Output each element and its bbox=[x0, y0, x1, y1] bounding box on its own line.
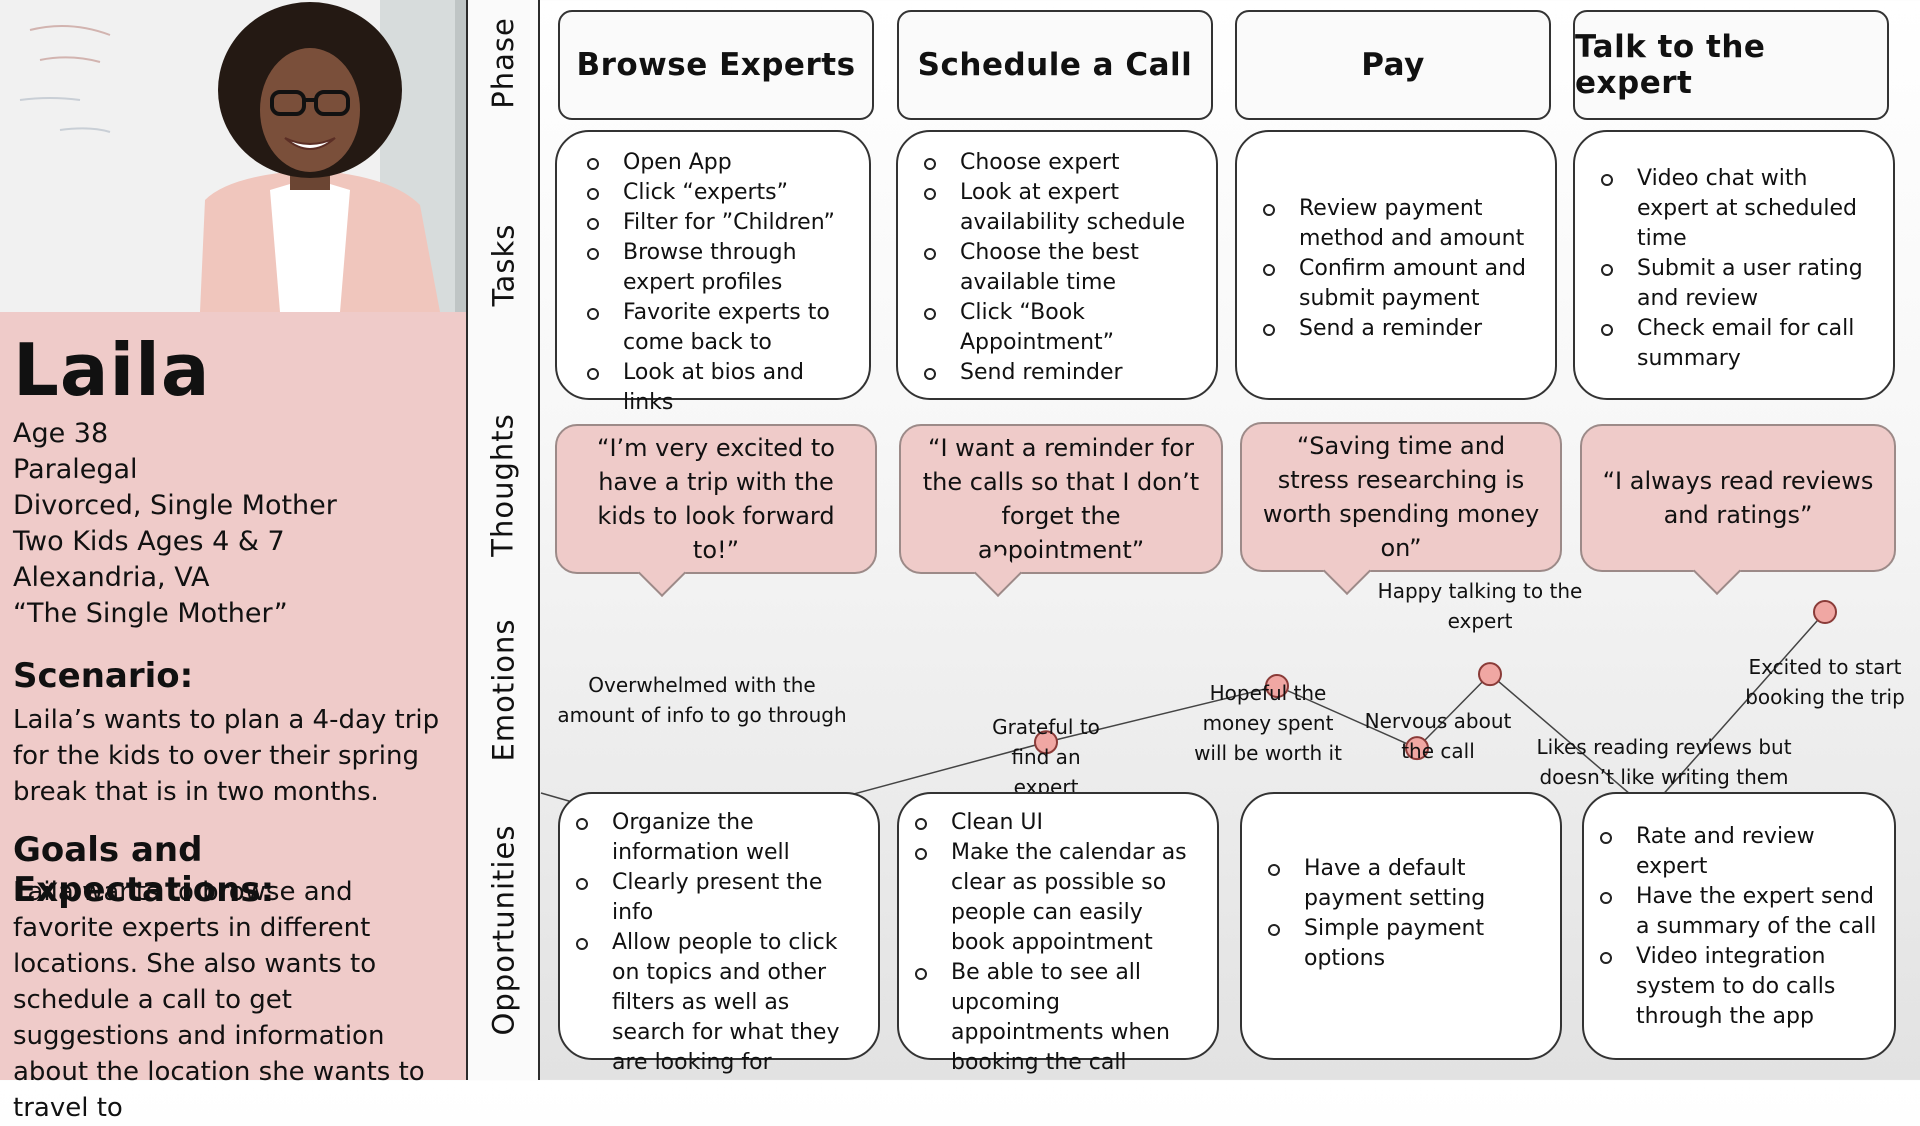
emotion-label: Happy talking to the expert bbox=[1377, 579, 1583, 633]
list-item: Send reminder bbox=[908, 358, 1208, 388]
emotion-label: Overwhelmed with the amount of info to g… bbox=[557, 673, 847, 727]
tasks-card-talk: Video chat with expert at scheduled time… bbox=[1573, 130, 1895, 400]
phase-talk-to-expert: Talk to the expert bbox=[1573, 10, 1889, 120]
list-item: Open App bbox=[571, 148, 861, 178]
persona-fact: Divorced, Single Mother bbox=[13, 490, 337, 521]
list-item: Check email for call summary bbox=[1585, 314, 1875, 374]
phase-schedule-call: Schedule a Call bbox=[897, 10, 1213, 120]
panel-divider bbox=[466, 0, 468, 1080]
list-item: Favorite experts to come back to bbox=[571, 298, 861, 358]
opportunities-list: Have a default payment setting Simple pa… bbox=[1252, 854, 1542, 974]
goals-heading: Goals and Expectations: bbox=[13, 830, 275, 910]
row-label-tasks: Tasks bbox=[486, 223, 521, 307]
list-item: Organize the information well bbox=[560, 808, 860, 868]
opportunities-list: Organize the information well Clearly pr… bbox=[560, 808, 860, 1078]
scenario-text: Laila’s wants to plan a 4-day trip for t… bbox=[13, 705, 440, 807]
list-item: Clearly present the info bbox=[560, 868, 860, 928]
row-label-emotions: Emotions bbox=[486, 618, 521, 762]
emotion-point bbox=[1478, 662, 1502, 687]
list-item: Clean UI bbox=[899, 808, 1199, 838]
bubble-tail bbox=[1692, 546, 1742, 596]
list-item: Simple payment options bbox=[1252, 914, 1542, 974]
persona-fact: “The Single Mother” bbox=[13, 598, 288, 629]
emotion-point bbox=[1813, 600, 1837, 624]
persona-fact: Alexandria, VA bbox=[13, 562, 210, 593]
thought-text: “I want a reminder for the calls so that… bbox=[922, 434, 1200, 564]
tasks-list: Video chat with expert at scheduled time… bbox=[1585, 164, 1875, 374]
thought-bubble-browse: “I’m very excited to have a trip with th… bbox=[555, 424, 877, 598]
list-item: Review payment method and amount bbox=[1247, 194, 1547, 254]
emotion-label: Likes reading reviews but doesn’t like w… bbox=[1536, 735, 1792, 789]
opportunities-card-browse: Organize the information well Clearly pr… bbox=[558, 792, 880, 1075]
persona-fact: Paralegal bbox=[13, 454, 138, 485]
opportunities-list: Rate and review expert Have the expert s… bbox=[1584, 822, 1884, 1032]
goals-text: Laila wants to browse and favorite exper… bbox=[13, 877, 425, 1123]
list-item: Submit a user rating and review bbox=[1585, 254, 1875, 314]
persona-photo-illustration bbox=[0, 0, 466, 312]
persona-panel: Laila Age 38 Paralegal Divorced, Single … bbox=[0, 0, 466, 1123]
tasks-card-schedule: Choose expert Look at expert availabilit… bbox=[896, 130, 1218, 400]
persona-facts: Age 38 Paralegal Divorced, Single Mother… bbox=[13, 416, 337, 632]
list-item: Video integration system to do calls thr… bbox=[1584, 942, 1884, 1032]
row-label-phase: Phase bbox=[486, 17, 520, 109]
opportunities-card-pay: Have a default payment setting Simple pa… bbox=[1240, 792, 1562, 1060]
list-item: Filter for ”Children” bbox=[571, 208, 861, 238]
list-item: Allow people to click on topics and othe… bbox=[560, 928, 860, 1078]
list-item: Rate and review expert bbox=[1584, 822, 1884, 882]
list-item: Be able to see all upcoming appointments… bbox=[899, 958, 1199, 1078]
opportunities-list: Clean UI Make the calendar as clear as p… bbox=[899, 808, 1199, 1078]
phase-pay: Pay bbox=[1235, 10, 1551, 120]
persona-photo bbox=[0, 0, 466, 312]
list-item: Look at expert availability schedule bbox=[908, 178, 1208, 238]
scenario-heading: Scenario: bbox=[13, 656, 194, 696]
thought-bubble-schedule: “I want a reminder for the calls so that… bbox=[899, 424, 1223, 598]
list-item: Click “Book Appointment” bbox=[908, 298, 1208, 358]
emotion-label: Nervous about the call bbox=[1364, 709, 1512, 763]
list-item: Have a default payment setting bbox=[1252, 854, 1542, 914]
emotion-label: Hopeful the money spent will be worth it bbox=[1194, 681, 1342, 765]
opportunities-card-schedule: Clean UI Make the calendar as clear as p… bbox=[897, 792, 1219, 1075]
list-item: Make the calendar as clear as possible s… bbox=[899, 838, 1199, 958]
tasks-card-browse: Open App Click “experts” Filter for ”Chi… bbox=[555, 130, 871, 415]
thought-text: “Saving time and stress researching is w… bbox=[1262, 432, 1540, 562]
thought-text: “I always read reviews and ratings” bbox=[1602, 467, 1874, 529]
opportunities-card-talk: Rate and review expert Have the expert s… bbox=[1582, 792, 1896, 1060]
list-item: Choose the best available time bbox=[908, 238, 1208, 298]
persona-fact: Age 38 bbox=[13, 418, 109, 449]
list-item: Browse through expert profiles bbox=[571, 238, 861, 298]
thought-text: “I’m very excited to have a trip with th… bbox=[597, 434, 835, 564]
list-item: Choose expert bbox=[908, 148, 1208, 178]
persona-name: Laila bbox=[13, 328, 211, 412]
list-item: Confirm amount and submit payment bbox=[1247, 254, 1547, 314]
tasks-list: Choose expert Look at expert availabilit… bbox=[908, 148, 1208, 388]
list-item: Send a reminder bbox=[1247, 314, 1547, 344]
thought-bubble-talk: “I always read reviews and ratings” bbox=[1580, 424, 1896, 596]
tasks-list: Open App Click “experts” Filter for ”Chi… bbox=[571, 148, 861, 418]
thought-bubble-pay: “Saving time and stress researching is w… bbox=[1240, 422, 1562, 596]
tasks-list: Review payment method and amount Confirm… bbox=[1247, 194, 1547, 344]
emotion-label: Grateful to find an expert bbox=[992, 715, 1100, 799]
row-label-opportunities: Opportunities bbox=[486, 824, 520, 1036]
persona-fact: Two Kids Ages 4 & 7 bbox=[13, 526, 285, 557]
emotion-label: Excited to start booking the trip bbox=[1745, 655, 1905, 709]
tasks-card-pay: Review payment method and amount Confirm… bbox=[1235, 130, 1557, 400]
row-label-thoughts: Thoughts bbox=[486, 413, 521, 557]
list-item: Have the expert send a summary of the ca… bbox=[1584, 882, 1884, 942]
row-labels: Phase Tasks Thoughts Emotions Opportunit… bbox=[468, 0, 540, 1080]
list-item: Video chat with expert at scheduled time bbox=[1585, 164, 1875, 254]
phase-browse-experts: Browse Experts bbox=[558, 10, 874, 120]
list-item: Click “experts” bbox=[571, 178, 861, 208]
list-item: Look at bios and links bbox=[571, 358, 861, 418]
